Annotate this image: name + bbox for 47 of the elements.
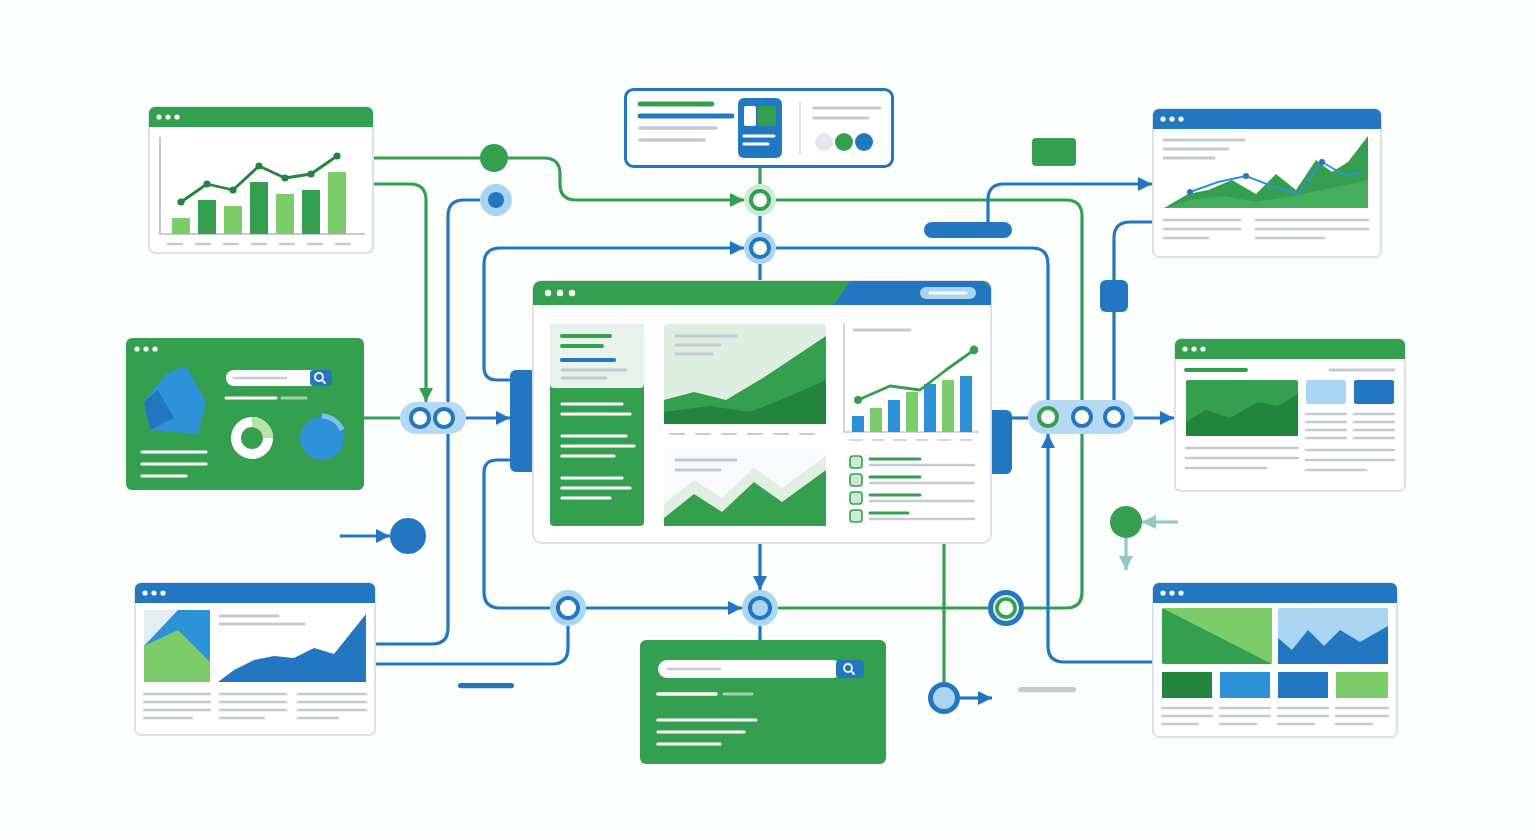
junction-dot: [1110, 506, 1142, 538]
junction-ring: [928, 682, 960, 714]
dashboard-window: [1174, 338, 1406, 492]
junction-dot: [480, 184, 512, 216]
connector-line: [778, 606, 988, 610]
connector-line: [376, 626, 570, 666]
connector-line: [758, 216, 762, 232]
arrow: [1142, 515, 1178, 529]
junction-ring: [744, 232, 776, 264]
chart-window: [1152, 108, 1382, 258]
connector-line: [1112, 220, 1152, 400]
arrow: [340, 529, 390, 543]
connector-line: [1012, 416, 1028, 420]
chart-window: [148, 106, 374, 254]
search-card: [640, 640, 886, 764]
arrow: [960, 691, 992, 705]
connector-line: [376, 434, 450, 646]
connector-line: [758, 168, 762, 184]
connector-line: [758, 626, 762, 640]
arrow: [753, 544, 767, 590]
arrow: [1041, 434, 1152, 664]
connector-line: [758, 264, 762, 280]
dashboard-window: [1152, 582, 1398, 738]
arrow: [374, 182, 433, 402]
arrow: [1119, 538, 1133, 570]
arrow: [586, 601, 742, 615]
arrow: [986, 177, 1152, 222]
junction-ring: [550, 590, 586, 626]
connector-line: [942, 544, 946, 682]
connector-line: [364, 416, 400, 420]
arrow: [1134, 411, 1174, 425]
link-connector: [1028, 400, 1134, 434]
junction-dot: [390, 518, 426, 554]
summary-card: [624, 88, 894, 168]
arrow: [466, 411, 510, 425]
connector-line: [374, 156, 480, 160]
junction-dot: [480, 144, 508, 172]
connector-line: [446, 198, 480, 402]
dashboard-window: [126, 338, 364, 490]
connector-bar: [924, 222, 1012, 238]
arrow: [508, 156, 744, 207]
chart-window: [134, 582, 376, 736]
link-connector: [400, 402, 466, 434]
junction-ring: [742, 590, 778, 626]
junction-ring: [744, 184, 776, 216]
connector-line: [1024, 434, 1084, 610]
junction-ring: [988, 590, 1024, 626]
